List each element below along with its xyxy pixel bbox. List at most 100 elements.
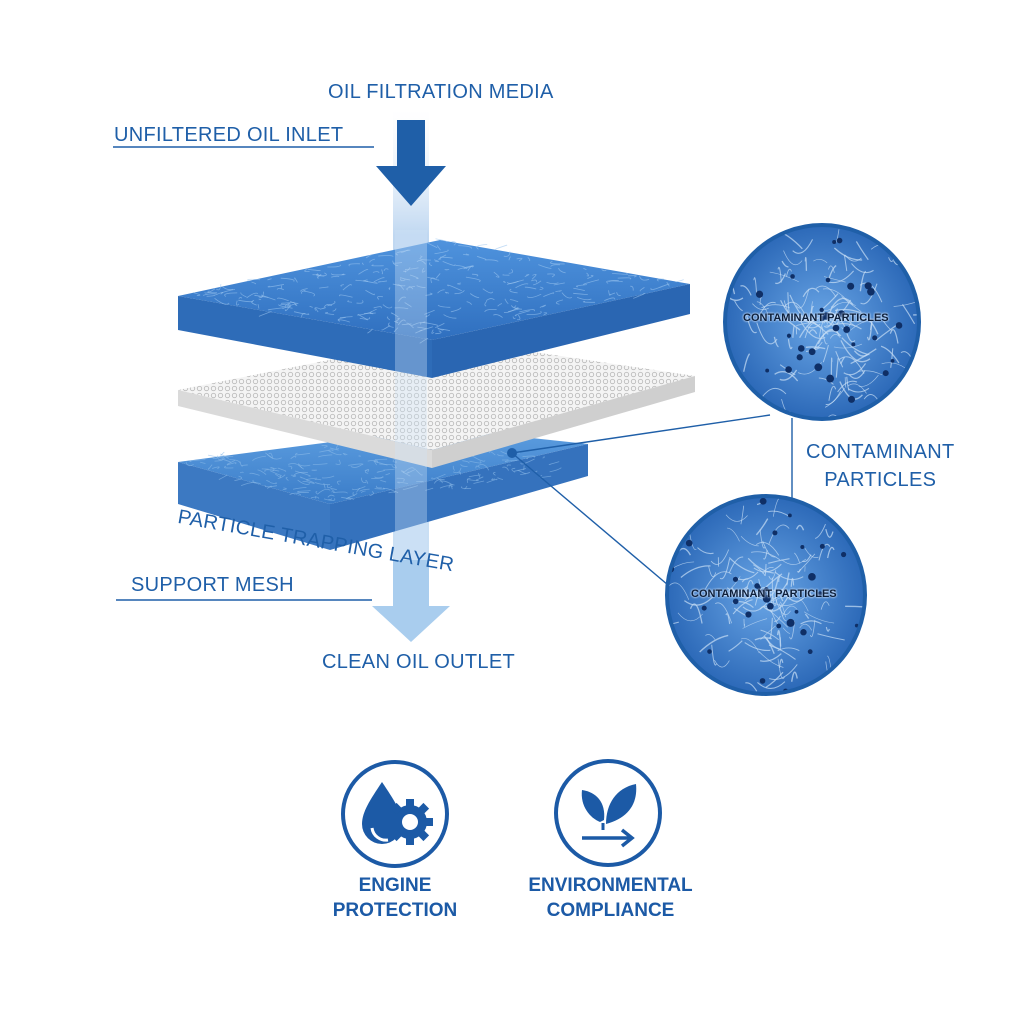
fiber-strand bbox=[453, 467, 462, 474]
fiber-strand bbox=[192, 292, 201, 296]
fiber-strand bbox=[548, 461, 560, 465]
fiber-strand bbox=[328, 450, 342, 456]
fiber-strand bbox=[522, 455, 536, 458]
fiber-strand bbox=[303, 290, 316, 297]
fiber-strand bbox=[792, 239, 814, 254]
fiber-strand bbox=[419, 337, 429, 344]
fiber-strand bbox=[378, 255, 394, 257]
fiber-strand bbox=[294, 452, 311, 456]
fiber-strand bbox=[430, 277, 436, 284]
fiber-strand bbox=[388, 322, 394, 328]
fiber-strand bbox=[477, 464, 490, 471]
contaminant-particle bbox=[872, 335, 878, 341]
fiber-strand bbox=[508, 256, 511, 261]
fiber-strand bbox=[881, 362, 906, 369]
fiber-strand bbox=[388, 491, 396, 494]
fiber-strand bbox=[355, 279, 369, 282]
fiber-strand bbox=[290, 474, 297, 478]
fiber-strand bbox=[783, 250, 803, 266]
contaminant-particle bbox=[701, 605, 707, 611]
fiber-strand bbox=[277, 474, 286, 480]
fiber-strand bbox=[825, 316, 848, 326]
fiber-strand bbox=[405, 267, 419, 270]
fiber-strand bbox=[450, 307, 462, 313]
fiber-strand bbox=[402, 467, 415, 474]
fiber-strand bbox=[630, 285, 634, 291]
fiber-strand bbox=[229, 459, 241, 464]
fiber-strand bbox=[434, 249, 449, 255]
fiber-strand bbox=[514, 305, 519, 309]
fiber-strand bbox=[331, 490, 335, 493]
fiber-strand bbox=[697, 547, 714, 555]
fiber-strand bbox=[428, 262, 433, 267]
fiber-strand bbox=[790, 577, 795, 587]
fiber-strand bbox=[336, 480, 341, 486]
fiber-strand bbox=[710, 549, 730, 565]
fiber-strand bbox=[338, 319, 350, 323]
fiber-strand bbox=[828, 270, 855, 284]
fiber-strand bbox=[466, 479, 479, 482]
fiber-strand bbox=[810, 619, 816, 638]
fiber-strand bbox=[421, 267, 426, 273]
contaminant-particle bbox=[772, 530, 778, 536]
fiber-strand bbox=[369, 258, 375, 263]
fiber-strand bbox=[314, 478, 322, 481]
fiber-strand bbox=[341, 496, 352, 500]
fiber-strand bbox=[509, 288, 518, 294]
fiber-strand bbox=[586, 272, 590, 277]
fiber-strand bbox=[842, 319, 862, 323]
fiber-strand bbox=[855, 241, 869, 261]
fiber-strand bbox=[301, 313, 306, 318]
fiber-strand bbox=[802, 554, 812, 563]
fiber-strand bbox=[606, 280, 623, 284]
contaminant-particle bbox=[851, 342, 856, 347]
fiber-strand bbox=[489, 451, 496, 456]
fiber-strand bbox=[828, 385, 837, 401]
fiber-strand bbox=[834, 308, 864, 315]
fiber-strand bbox=[469, 460, 482, 464]
fiber-strand bbox=[520, 471, 531, 476]
fiber-strand bbox=[774, 273, 786, 285]
contaminant-particle bbox=[796, 354, 803, 361]
fiber-strand bbox=[278, 304, 293, 309]
fiber-strand bbox=[340, 284, 344, 287]
fiber-strand bbox=[399, 277, 411, 281]
fiber-strand bbox=[415, 469, 423, 476]
fiber-strand bbox=[757, 681, 786, 689]
outlet-label: CLEAN OIL OUTLET bbox=[322, 651, 515, 673]
fiber-strand bbox=[216, 284, 222, 291]
fiber-strand bbox=[376, 469, 386, 473]
fiber-strand bbox=[576, 297, 592, 301]
fiber-strand bbox=[258, 298, 262, 301]
fiber-strand bbox=[348, 463, 364, 466]
fiber-strand bbox=[420, 255, 423, 258]
fiber-strand bbox=[763, 635, 780, 650]
fiber-strand bbox=[740, 285, 752, 296]
fiber-strand bbox=[804, 257, 808, 271]
fiber-strand bbox=[800, 321, 826, 339]
fiber-strand bbox=[680, 565, 711, 578]
fiber-strand bbox=[840, 340, 871, 363]
contaminant-particle bbox=[732, 598, 739, 605]
fiber-strand bbox=[550, 264, 561, 267]
fiber-strand bbox=[843, 363, 867, 376]
fiber-strand bbox=[239, 471, 244, 474]
fiber-strand bbox=[616, 292, 621, 296]
fiber-strand bbox=[723, 587, 749, 596]
fiber-strand bbox=[539, 304, 546, 308]
fiber-strand bbox=[492, 472, 496, 476]
fiber-strand bbox=[443, 314, 457, 319]
fiber-strand bbox=[454, 290, 465, 295]
fiber-strand bbox=[380, 480, 387, 483]
fiber-strand bbox=[850, 319, 879, 331]
fiber-strand bbox=[815, 523, 826, 539]
fiber-strand bbox=[859, 270, 867, 292]
fiber-strand bbox=[392, 283, 406, 287]
fiber-strand bbox=[392, 463, 397, 469]
fiber-strand bbox=[437, 304, 451, 308]
fiber-strand bbox=[217, 456, 221, 461]
fiber-strand bbox=[282, 303, 297, 310]
fiber-strand bbox=[745, 682, 758, 692]
fiber-strand bbox=[317, 488, 331, 495]
fiber-strand bbox=[531, 279, 537, 283]
